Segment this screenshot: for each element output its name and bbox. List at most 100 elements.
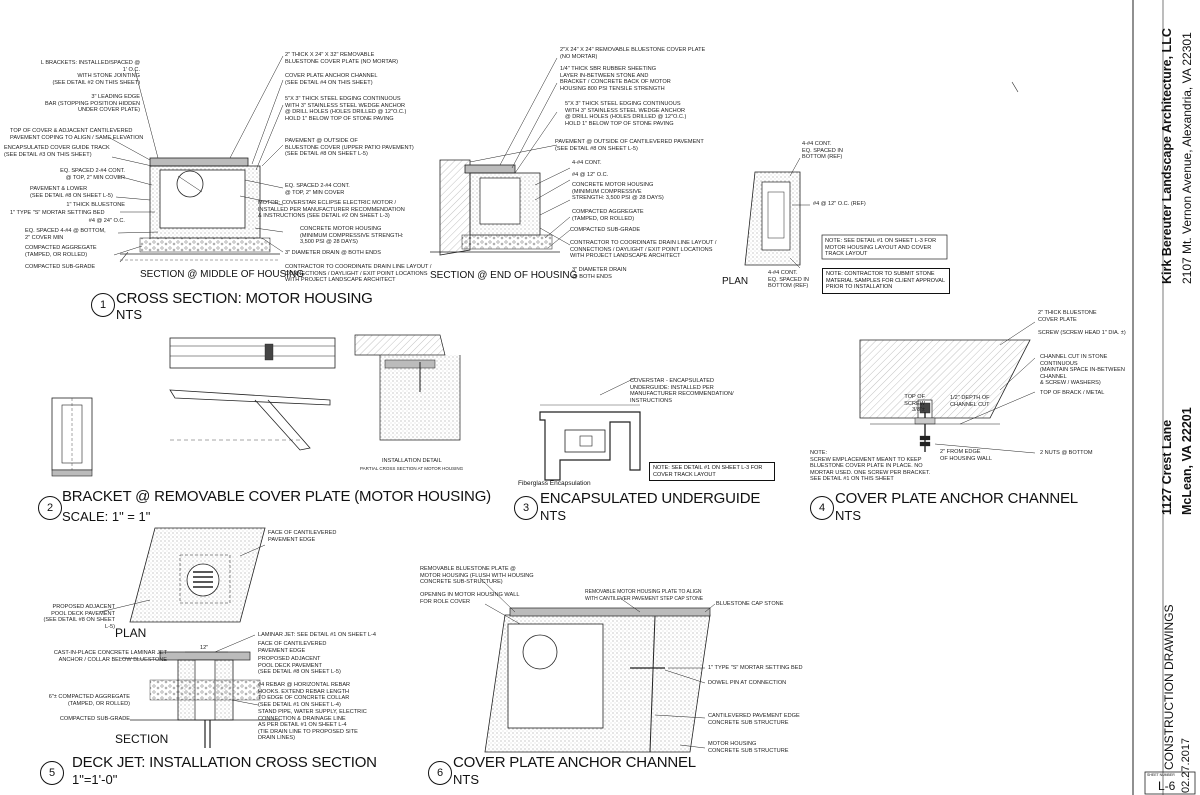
d1-sublabel-middle: SECTION @ MIDDLE OF HOUSING <box>140 269 305 280</box>
d1p-note-bottom: 4-#4 CONT. EQ. SPACED IN BOTTOM (REF) <box>768 270 809 290</box>
d5-note-laminar: LAMINAR JET: SEE DETAIL #1 ON SHEET L-4 <box>258 632 377 638</box>
d1-box-note-1: NOTE: SEE DETAIL #1 ON SHEET L-3 FOR MOT… <box>825 238 937 258</box>
d6-note-cantilevered: CANTILEVERED PAVEMENT EDGE CONCRETE SUB … <box>708 713 800 726</box>
d1r-note-rebar: #4 @ 12" O.C. <box>572 172 609 178</box>
d1r-note-housing: CONCRETE MOTOR HOUSING (MINIMUM COMPRESS… <box>572 182 664 202</box>
d4-title: COVER PLATE ANCHOR CHANNEL <box>835 490 1078 507</box>
section-end-of-housing-drawing <box>430 57 571 256</box>
anchor-channel-drawing <box>859 321 1036 454</box>
d1-note-guide-track: ENCAPSULATED COVER GUIDE TRACK (SEE DETA… <box>4 145 110 158</box>
d1-note-motor: MOTOR: COVERSTAR ECLIPSE ELECTRIC MOTOR … <box>258 200 405 220</box>
d3-caption: Fiberglass Encapsulation <box>518 480 591 487</box>
d1p-note-top: 4-#4 CONT. EQ. SPACED IN BOTTOM (REF) <box>802 141 843 161</box>
d5-note-standpipe: STAND PIPE, WATER SUPPLY, ELECTRIC CONNE… <box>258 709 367 742</box>
sheet-date: 02.27.2017 <box>1180 737 1192 793</box>
d1p-note-mid: #4 @ 12" O.C. (REF) <box>813 201 866 207</box>
drawing-type: CONSTRUCTION DRAWINGS <box>1162 604 1176 770</box>
d1-note-coordinate: CONTRACTOR TO COORDINATE DRAIN LINE LAYO… <box>285 264 432 284</box>
d5-scale: 1"=1'-0" <box>72 772 118 787</box>
d1-note-l-brackets: L BRACKETS: INSTALLED/SPACED @ 1' O.C. W… <box>40 60 140 86</box>
d4-note-top-of-brack: TOP OF BRACK / METAL <box>1040 390 1105 396</box>
d6-note-align: REMOVABLE MOTOR HOUSING PLATE TO ALIGN W… <box>585 589 704 602</box>
deck-jet-section-drawing <box>119 634 280 748</box>
d6-number-circle: 6 <box>428 761 452 785</box>
d1-note-spaced-top: EQ. SPACED 2-#4 CONT. @ TOP, 2" MIN COVE… <box>60 168 125 181</box>
deck-jet-plan-drawing <box>99 527 266 623</box>
d3-scale: NTS <box>540 508 566 523</box>
d4-note-channel-cut: CHANNEL CUT IN STONE CONTINUOUS (MAINTAI… <box>1040 354 1125 387</box>
d5-note-rebar: #4 REBAR @ HORIZONTAL REBAR HOOKS. EXTEN… <box>258 682 351 708</box>
d4-note-block: NOTE: SCREW EMPLACEMENT MEANT TO KEEP BL… <box>810 450 931 483</box>
d1-number-circle: 1 <box>91 293 115 317</box>
d1r-note-steel-edging: 5"x 3" THICK STEEL EDGING CONTINUOUS WIT… <box>565 101 687 127</box>
d1r-note-coordinate: CONTRACTOR TO COORDINATE DRAIN LINE LAYO… <box>570 240 717 260</box>
d5-note-face-plan: FACE OF CANTILEVERED PAVEMENT EDGE <box>268 530 337 543</box>
d4-note-nuts: 2 NUTS @ BOTTOM <box>1040 450 1093 456</box>
d2-scale: SCALE: 1" = 1" <box>62 509 151 524</box>
underguide-profile-drawing <box>539 377 641 481</box>
d6-note-dowel: DOWEL PIN AT CONNECTION <box>708 680 787 686</box>
firm-name: Kirk Bereuter Landscape Architecture, LL… <box>1160 28 1174 284</box>
d1-note-rebar: #4 @ 24" O.C. <box>88 218 125 224</box>
d1-note-bluestone: 1" THICK BLUESTONE <box>66 202 125 208</box>
d1-box-note-2: NOTE: CONTRACTOR TO SUBMIT STONE MATERIA… <box>822 268 950 294</box>
cover-plate-elevation-drawing <box>479 577 716 753</box>
d1r-note-pavement: PAVEMENT @ OUTSIDE OF CANTILEVERED PAVEM… <box>555 139 704 152</box>
firm-address: 2107 Mt. Vernon Avenue, Alexandria, VA 2… <box>1180 32 1194 284</box>
d1r-note-cover-plate: 2"x 24" x 24" REMOVABLE BLUESTONE COVER … <box>560 47 706 60</box>
d1-sublabel-plan: PLAN <box>722 276 749 287</box>
d5-dimension: 12" <box>200 645 209 651</box>
d6-title: COVER PLATE ANCHOR CHANNEL <box>453 754 696 771</box>
d2-install-sub: PARTIAL CROSS SECTION AT MOTOR HOUSING <box>360 466 464 471</box>
d4-number-circle: 4 <box>810 496 834 520</box>
d5-note-pool-plan: PROPOSED ADJACENT POOL DECK PAVEMENT (SE… <box>43 604 116 630</box>
d1-note-mortar: 1" TYPE "S" MORTAR SETTING BED <box>10 210 105 216</box>
note-box-outline <box>821 234 948 260</box>
d1-note-anchor-channel: COVER PLATE ANCHOR CHANNEL (SEE DETAIL #… <box>285 73 378 86</box>
d1-note-top-of-cover: TOP OF COVER & ADJACENT CANTILEVERED PAV… <box>10 128 144 141</box>
d6-note-cap-stone: BLUESTONE CAP STONE <box>716 601 784 607</box>
project-street: 1127 Crest Lane <box>1160 419 1174 515</box>
d3-box-note: NOTE: SEE DETAIL #1 ON SHEET L-3 FOR COV… <box>649 462 775 481</box>
d5-note-subgrade: COMPACTED SUB-GRADE <box>59 716 130 722</box>
d3-title: ENCAPSULATED UNDERGUIDE <box>540 490 761 507</box>
d3-number-circle: 3 <box>514 496 538 520</box>
d4-note-screw: SCREW (SCREW HEAD 1" DIA. ±) <box>1038 330 1126 336</box>
d1-note-bottom: EQ. SPACED 4-#4 @ BOTTOM, 2" COVER MIN <box>25 228 106 241</box>
d5-note-face-section: FACE OF CANTILEVERED PAVEMENT EDGE <box>258 641 327 654</box>
d1r-note-subgrade: COMPACTED SUB-GRADE <box>570 227 641 233</box>
d6-note-motor-housing: MOTOR HOUSING CONCRETE SUB STRUCTURE <box>708 741 789 754</box>
d2-title: BRACKET @ REMOVABLE COVER PLATE (MOTOR H… <box>62 488 491 505</box>
d1r-note-aggregate: COMPACTED AGGREGATE (TAMPED, OR ROLLED) <box>572 209 644 222</box>
installation-detail-drawing <box>354 334 461 441</box>
d4-note-from-edge: 2" FROM EDGE OF HOUSING WALL <box>940 449 993 462</box>
d1-note-cover-plate: 2" THICK x 24" x 32" REMOVABLE BLUESTONE… <box>285 52 399 65</box>
d5-note-aggregate: 6"± COMPACTED AGGREGATE (TAMPED, OR ROLL… <box>48 694 130 707</box>
d5-sublabel-section: SECTION <box>115 732 169 746</box>
d6-scale: NTS <box>453 772 479 787</box>
d5-title: DECK JET: INSTALLATION CROSS SECTION <box>72 754 377 771</box>
bracket-elevation-drawing <box>169 337 336 451</box>
project-city: McLean, VA 22201 <box>1180 407 1194 515</box>
d1-sublabel-end: SECTION @ END OF HOUSING <box>430 270 578 281</box>
d1-note-drain: 3" DIAMETER DRAIN @ BOTH ENDS <box>285 250 381 256</box>
d4-scale: NTS <box>835 508 861 523</box>
d5-note-pool-section: PROPOSED ADJACENT POOL DECK PAVEMENT (SE… <box>258 656 341 676</box>
d5-number-circle: 5 <box>40 761 64 785</box>
d5-sublabel-plan: PLAN <box>115 626 147 640</box>
d6-note-mortar: 1" TYPE "S" MORTAR SETTING BED <box>708 665 803 671</box>
d1-note-housing: CONCRETE MOTOR HOUSING (MINIMUM COMPRESS… <box>300 226 404 246</box>
sheet-number: L-6 <box>1158 779 1176 793</box>
d5-note-collar: CAST-IN-PLACE CONCRETE LAMINAR JET ANCHO… <box>53 650 167 663</box>
d1r-note-4-4-cont: 4-#4 CONT. <box>572 160 602 166</box>
d1-title: CROSS SECTION: MOTOR HOUSING <box>116 290 373 307</box>
d4-note-cover-plate: 2" THICK BLUESTONE COVER PLATE <box>1038 310 1097 323</box>
d1-note-spaced-2: EQ. SPACED 2-#4 CONT. @ TOP, 2" MIN COVE… <box>285 183 350 196</box>
section-middle-of-housing-drawing <box>109 55 284 263</box>
d1r-note-drain: 3" DIAMETER DRAIN @ BOTH ENDS <box>572 267 627 280</box>
d4-note-channel-depth: 1/2" DEPTH OF CHANNEL CUT <box>950 395 990 408</box>
d1-note-steel-edging: 5"x 3" THICK STEEL EDGING CONTINUOUS WIT… <box>285 96 407 122</box>
sheet-number-label: SHEET NUMBER <box>1147 773 1175 777</box>
d1-note-aggregate: COMPACTED AGGREGATE (TAMPED, OR ROLLED) <box>25 245 97 258</box>
